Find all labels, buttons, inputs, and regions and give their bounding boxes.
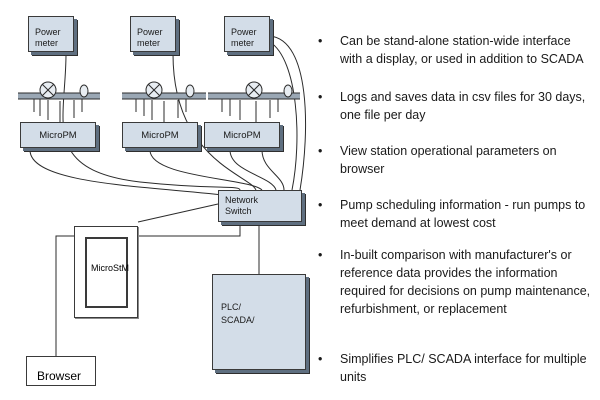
micropm-label: MicroPM	[141, 129, 179, 141]
browser-box: Browser	[26, 356, 96, 386]
micropm-2: MicroPM	[122, 122, 198, 148]
wire-switch-browser	[55, 222, 241, 362]
bullet-icon: •	[318, 352, 323, 366]
wire-mpm3-switch	[229, 149, 277, 191]
wire-switch-microstm	[137, 203, 219, 223]
wire-pm3-switch-a	[269, 35, 307, 191]
bullet-icon: •	[318, 198, 323, 212]
plc-scada-label: PLC/ SCADA/	[221, 302, 255, 325]
microstm-screen: MicroStM	[85, 237, 129, 308]
pump-assembly-2	[122, 92, 206, 122]
valve-icon	[39, 81, 89, 99]
list-item: •Pump scheduling information - run pumps…	[318, 198, 586, 230]
microstm-display: MicroStM	[74, 226, 138, 318]
list-item: •Logs and saves data in csv files for 30…	[318, 90, 586, 122]
valve-icon	[245, 81, 293, 99]
list-item: •View station operational parameters on …	[318, 144, 557, 176]
power-meter-1: Power meter	[28, 16, 74, 52]
bullet-icon: •	[318, 144, 323, 158]
microstm-label: MicroStM	[91, 263, 129, 273]
wire-mpm1-switch	[29, 149, 233, 197]
bullet-icon: •	[318, 248, 323, 262]
power-meter-label: Power meter	[35, 27, 61, 48]
power-meter-2: Power meter	[130, 16, 176, 52]
bullet-icon: •	[318, 34, 323, 48]
plc-scada-unit: PLC/ SCADA/	[212, 274, 306, 370]
valve-icon	[145, 81, 195, 99]
list-item: •In-built comparison with manufacturer's…	[318, 248, 591, 316]
list-item: •Simplifies PLC/ SCADA interface for mul…	[318, 352, 587, 384]
wire-pm3-switch-b	[269, 41, 298, 191]
wire-pm1-switch	[62, 53, 241, 191]
browser-label: Browser	[37, 369, 82, 383]
wire-pm2-switch	[172, 53, 257, 191]
micropm-1: MicroPM	[20, 122, 96, 148]
pump-assembly-1	[18, 92, 100, 122]
wire-mpm3-switch-b	[261, 149, 285, 191]
wire-mpm2-switch	[149, 149, 263, 191]
micropm-label: MicroPM	[39, 129, 77, 141]
bullet-icon: •	[318, 90, 323, 104]
power-meter-3: Power meter	[224, 16, 270, 52]
network-switch-label: Network Switch	[225, 195, 259, 216]
power-meter-label: Power meter	[231, 27, 257, 48]
micropm-label: MicroPM	[223, 129, 261, 141]
micropm-3: MicroPM	[204, 122, 280, 148]
power-meter-label: Power meter	[137, 27, 163, 48]
list-item: •Can be stand-alone station-wide interfa…	[318, 34, 584, 66]
network-switch: Network Switch	[218, 190, 302, 222]
